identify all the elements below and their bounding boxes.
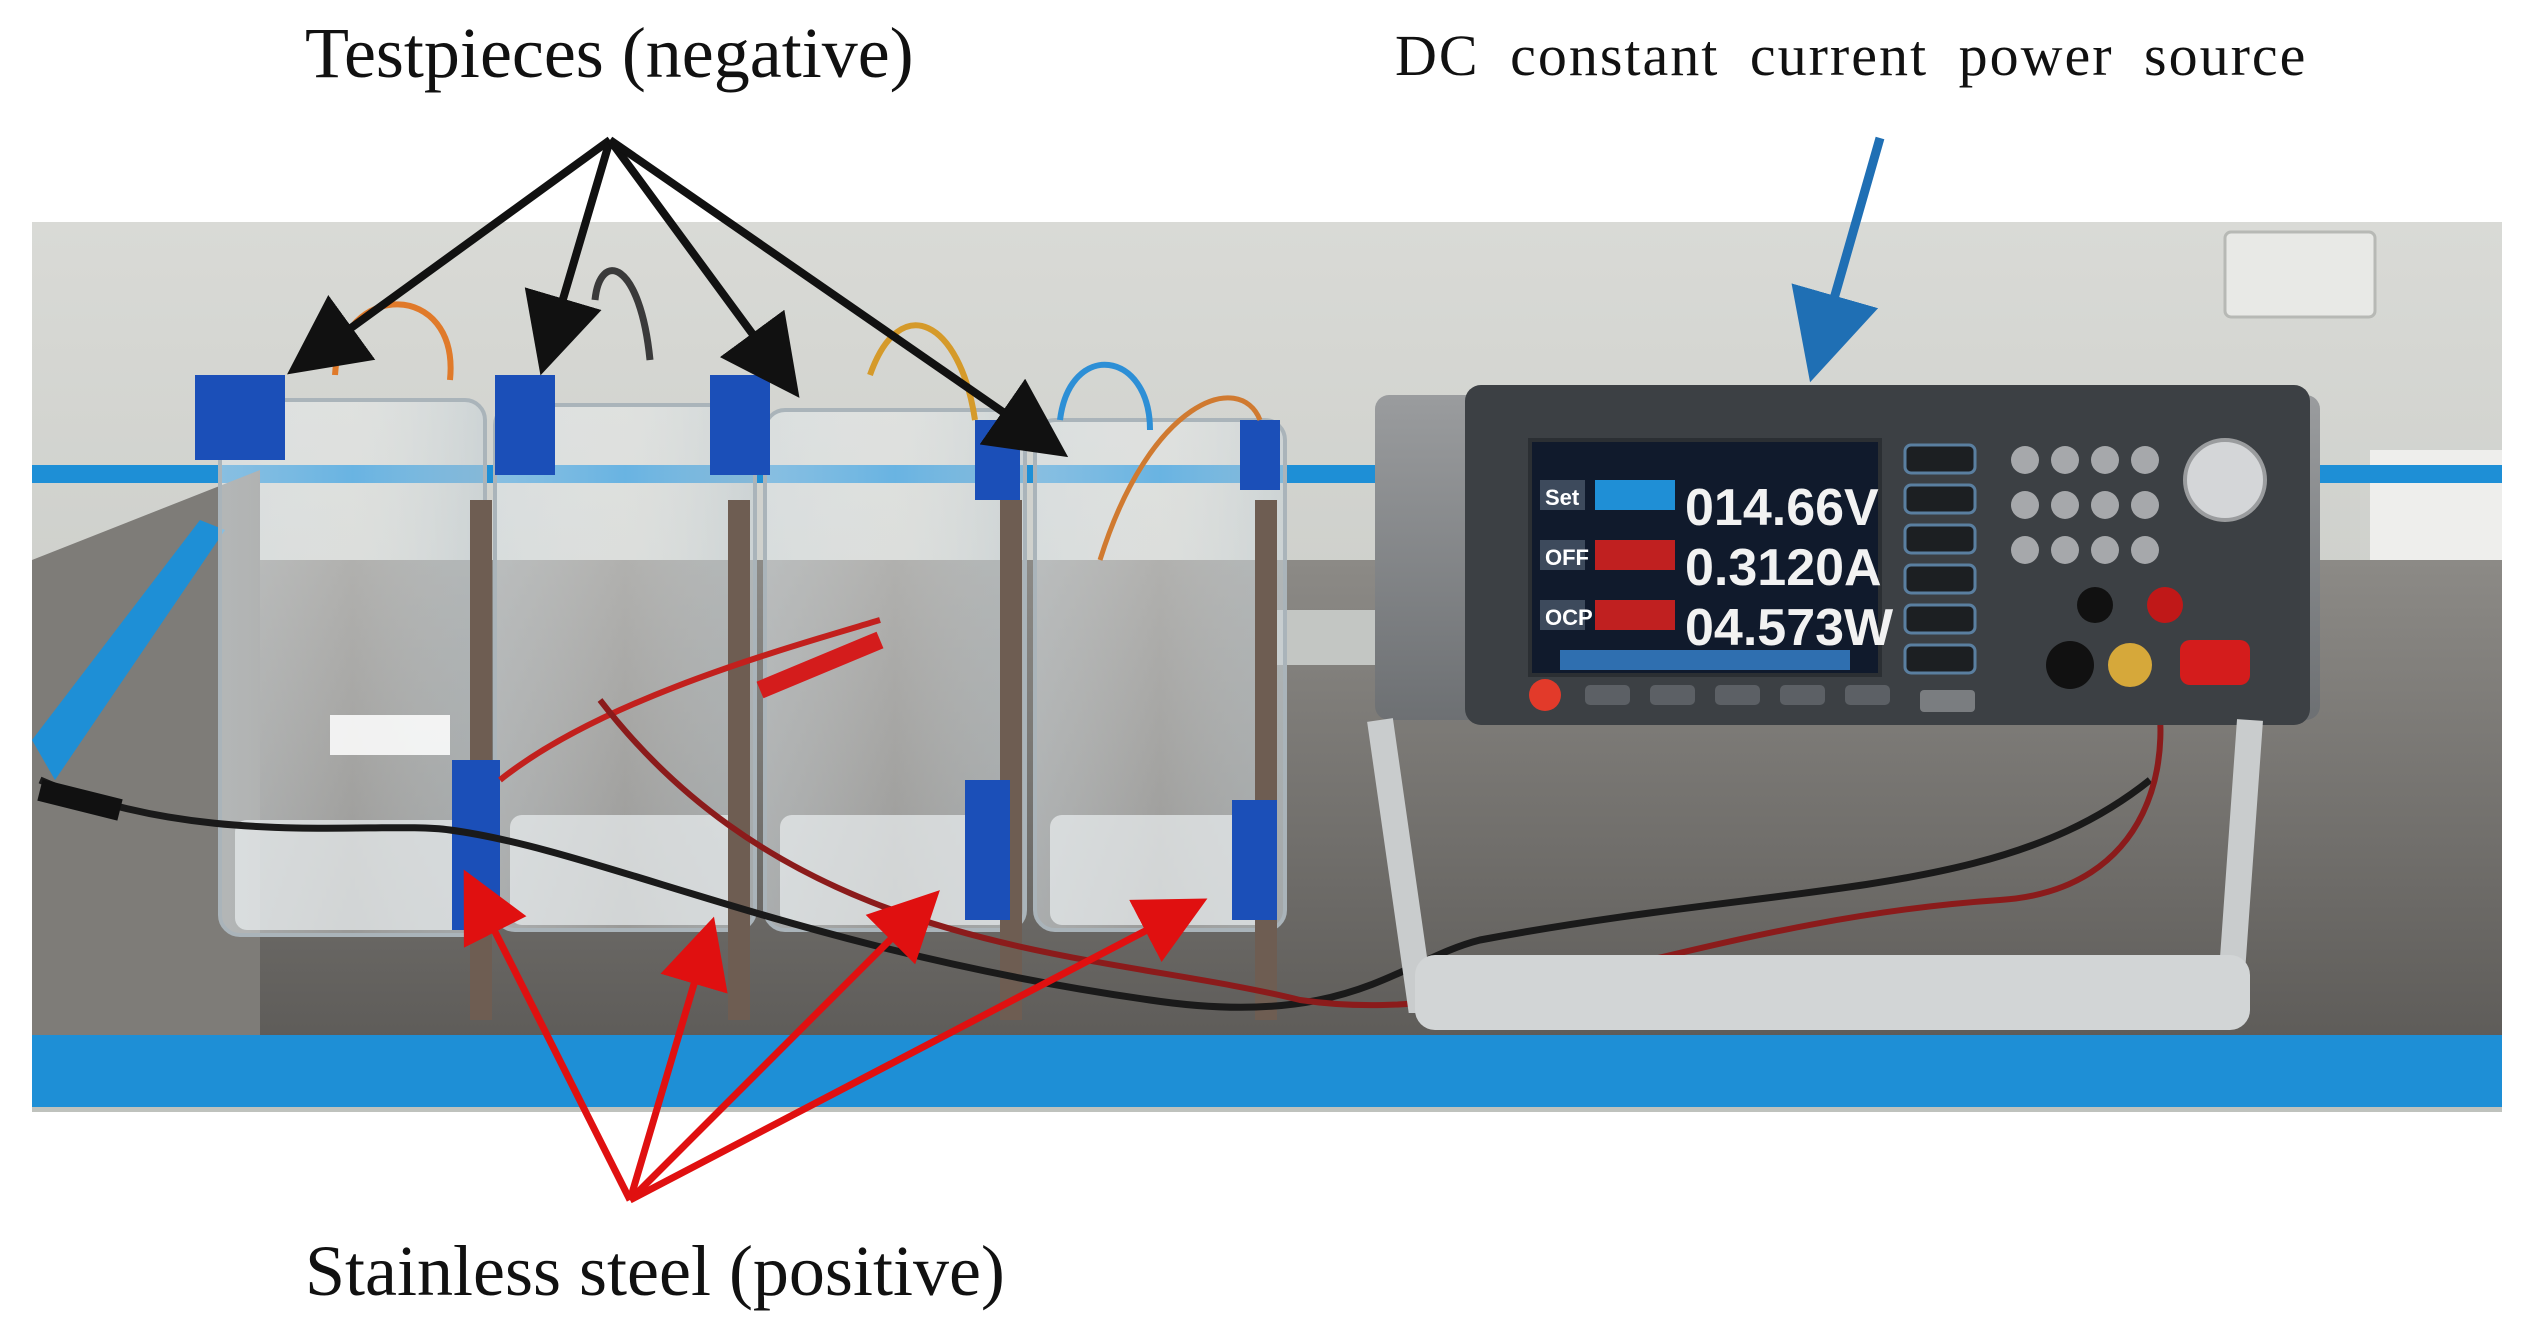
power-supply-bottom-buttons bbox=[1529, 679, 1975, 712]
beaker-2 bbox=[493, 403, 757, 932]
label-stainless-steel: Stainless steel (positive) bbox=[305, 1231, 1005, 1311]
display-tag-ocp: OCP bbox=[1545, 605, 1593, 630]
display-current: 0.3120A bbox=[1685, 539, 1882, 597]
annotation-arrows-black bbox=[287, 136, 1069, 458]
label-testpieces: Testpieces (negative) bbox=[305, 13, 914, 93]
power-supply-stand bbox=[1367, 718, 2263, 1030]
power-supply: Set OFF OCP 014.66V 0.3120A 04.573W bbox=[1367, 385, 2320, 1030]
power-supply-knob bbox=[2183, 438, 2267, 522]
power-supply-keypad bbox=[2011, 446, 2159, 564]
bench-edge-front bbox=[32, 1035, 2502, 1107]
power-supply-terminals bbox=[2046, 587, 2250, 689]
power-supply-side-buttons bbox=[1903, 443, 1977, 675]
blue-tape-clips bbox=[195, 375, 1280, 930]
wall-outlet bbox=[2223, 230, 2377, 319]
display-power: 04.573W bbox=[1685, 599, 1894, 657]
annotation-arrow-blue bbox=[1791, 136, 1885, 383]
display-tag-off: OFF bbox=[1545, 545, 1589, 570]
display-voltage: 014.66V bbox=[1685, 479, 1879, 537]
beaker-1 bbox=[218, 398, 487, 937]
label-power-source: DC constant current power source bbox=[1395, 23, 2308, 88]
wires bbox=[37, 267, 2164, 1011]
beaker-group bbox=[218, 398, 1287, 937]
beaker-3 bbox=[763, 408, 1027, 932]
power-supply-display: Set OFF OCP 014.66V 0.3120A 04.573W bbox=[1528, 438, 1894, 677]
beaker-4 bbox=[1033, 418, 1287, 932]
annotation-arrows-red bbox=[463, 869, 1208, 1204]
display-tag-set: Set bbox=[1545, 485, 1580, 510]
